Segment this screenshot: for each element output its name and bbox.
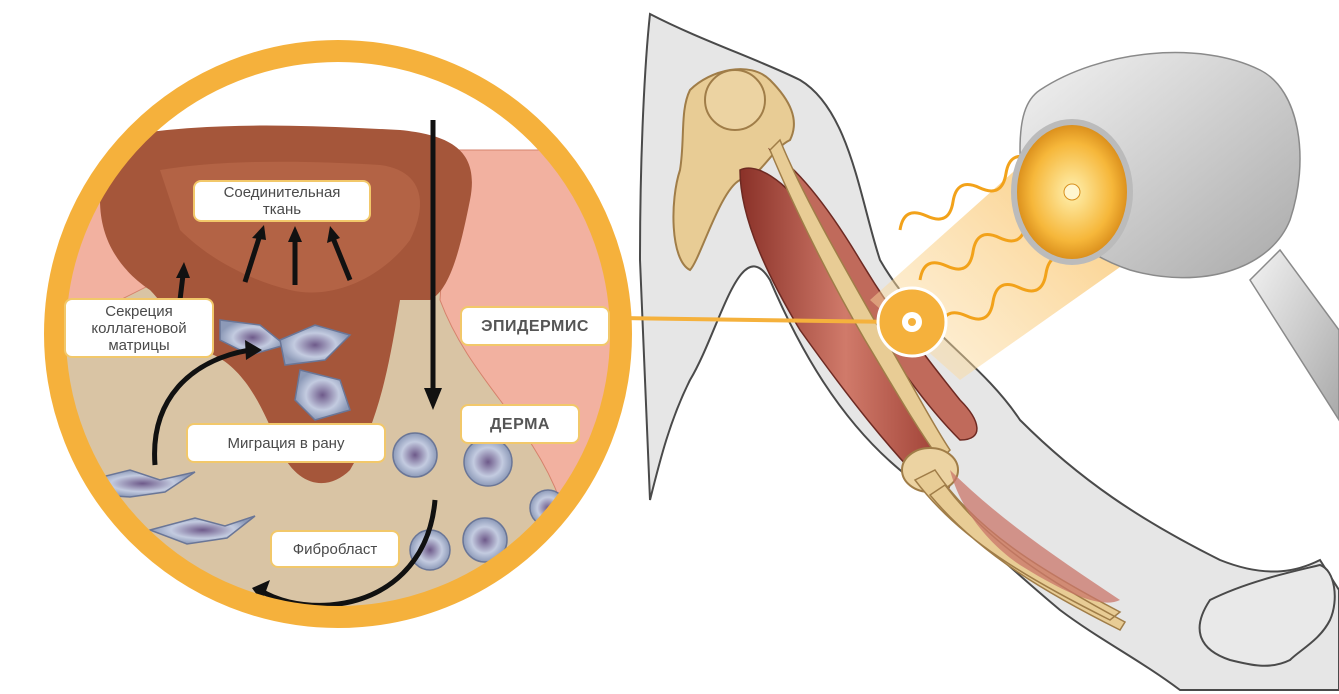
lamp-center bbox=[1064, 184, 1080, 200]
label-dermis: ДЕРМА bbox=[460, 404, 580, 444]
label-migration: Миграция в рану bbox=[186, 423, 386, 463]
lamp-handle bbox=[1250, 250, 1339, 420]
label-collagen-secretion: Секреция коллагеновой матрицы bbox=[64, 298, 214, 358]
label-fibroblast: Фибробласт bbox=[270, 530, 400, 568]
humerus-head bbox=[705, 70, 765, 130]
label-epidermis: ЭПИДЕРМИС bbox=[460, 306, 610, 346]
label-connective-tissue: Соединительная ткань bbox=[193, 180, 371, 222]
